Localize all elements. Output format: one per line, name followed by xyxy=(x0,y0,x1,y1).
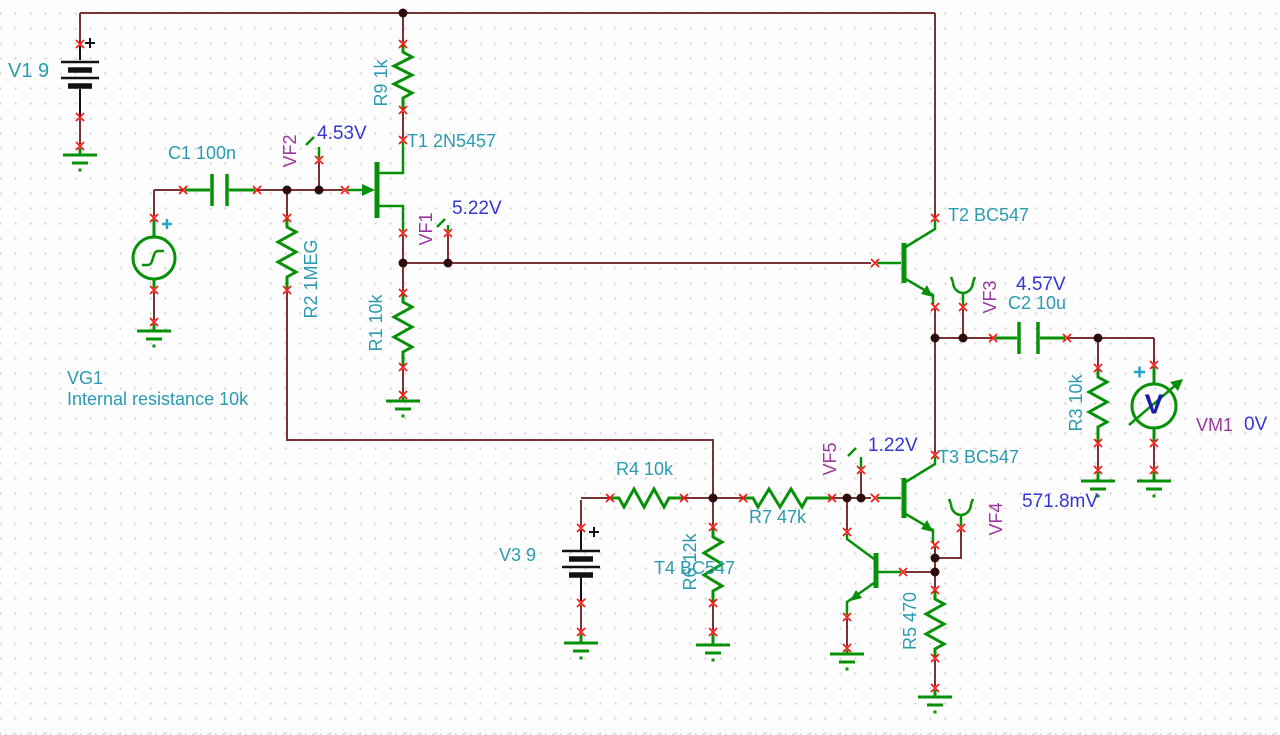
label-r9: R9 1k xyxy=(371,59,392,107)
label-r3: R3 10k xyxy=(1066,374,1087,432)
voltage-flag-vf5[interactable] xyxy=(847,447,863,468)
emitter-arrow-icon xyxy=(921,285,933,297)
label-t2: T2 BC547 xyxy=(948,205,1030,225)
transistor-t1[interactable] xyxy=(347,142,405,231)
voltmeter-vm1[interactable] xyxy=(1128,366,1183,442)
canvas-edge-ruler xyxy=(0,730,1280,735)
label-r5: R5 470 xyxy=(900,591,921,651)
meter-arrow-icon xyxy=(1170,379,1183,391)
ground-t4[interactable] xyxy=(830,650,864,671)
ground-vg1[interactable] xyxy=(137,324,171,348)
value-vf4: 571.8mV xyxy=(1022,491,1099,512)
label-v3: V3 9 xyxy=(499,545,537,565)
waveform-icon xyxy=(142,249,164,267)
wires[interactable] xyxy=(79,12,1155,686)
label-t1: T1 2N5457 xyxy=(407,131,497,151)
plus-sign-vg1 xyxy=(162,219,172,229)
ground-r5[interactable] xyxy=(918,690,952,714)
label-v1: V1 9 xyxy=(8,60,50,82)
resistor-r5[interactable] xyxy=(922,590,948,658)
emitter-arrow-icon xyxy=(921,520,933,532)
pin-markers xyxy=(75,39,1159,693)
plus-sign-v1 xyxy=(85,38,95,48)
voltage-flag-vf1[interactable] xyxy=(436,218,450,231)
resistor-r7[interactable] xyxy=(743,486,832,510)
label-vm1: VM1 xyxy=(1196,415,1234,435)
voltmeter-symbol: V xyxy=(1144,388,1164,420)
battery-v3[interactable] xyxy=(562,527,600,601)
label-r7: R7 47k xyxy=(749,507,807,527)
label-vf2: VF2 xyxy=(280,134,301,168)
label-vf4: VF4 xyxy=(986,502,1007,536)
value-vm1: 0V xyxy=(1244,414,1268,435)
ground-v1[interactable] xyxy=(63,148,97,172)
resistor-r9[interactable] xyxy=(390,44,416,110)
voltage-flag-vf4[interactable] xyxy=(947,498,975,526)
resistor-r1[interactable] xyxy=(390,293,416,367)
battery-v1[interactable] xyxy=(61,38,99,116)
plus-sign-vm1 xyxy=(1134,366,1145,378)
label-c1: C1 100n xyxy=(168,143,237,163)
label-r4: R4 10k xyxy=(616,459,674,479)
resistor-r2[interactable] xyxy=(274,218,300,290)
ground-r1[interactable] xyxy=(386,397,420,418)
transistor-t2[interactable] xyxy=(877,220,937,305)
generator-vg1[interactable] xyxy=(131,219,177,288)
label-r1: R1 10k xyxy=(366,294,387,352)
resistor-r3[interactable] xyxy=(1085,368,1111,443)
emitter-arrow-icon xyxy=(850,590,862,601)
ground-vm1[interactable] xyxy=(1137,472,1171,498)
capacitor-c1[interactable] xyxy=(185,174,255,206)
voltage-flag-vf2[interactable] xyxy=(305,136,321,158)
value-vf2: 4.53V xyxy=(317,123,367,144)
label-vf5: VF5 xyxy=(820,442,841,476)
transistor-t4[interactable] xyxy=(845,534,901,615)
voltage-flag-vf3[interactable] xyxy=(949,276,977,305)
value-vf3: 4.57V xyxy=(1016,274,1066,295)
label-r2: R2 1MEG xyxy=(301,239,322,319)
resistor-r4[interactable] xyxy=(610,485,684,511)
label-vf1: VF1 xyxy=(416,212,437,246)
label-c2: C2 10u xyxy=(1008,293,1067,313)
resistor-r6[interactable] xyxy=(701,527,725,603)
gate-arrow-icon xyxy=(362,184,375,196)
ground-r3[interactable] xyxy=(1081,472,1115,498)
value-vf5: 1.22V xyxy=(868,435,918,456)
label-t3: T3 BC547 xyxy=(938,447,1020,467)
plus-sign-v3 xyxy=(589,527,599,537)
value-vf1: 5.22V xyxy=(452,198,502,219)
label-vg1-note: Internal resistance 10k xyxy=(67,389,249,409)
label-vg1: VG1 xyxy=(67,368,104,388)
label-t4: T4 BC547 xyxy=(654,558,736,578)
capacitor-c2[interactable] xyxy=(995,322,1065,354)
ground-v3[interactable] xyxy=(564,634,598,660)
junction-dots xyxy=(282,8,1103,577)
transistor-t3[interactable] xyxy=(877,457,937,543)
ground-r6[interactable] xyxy=(696,634,730,662)
label-vf3: VF3 xyxy=(980,280,1001,314)
